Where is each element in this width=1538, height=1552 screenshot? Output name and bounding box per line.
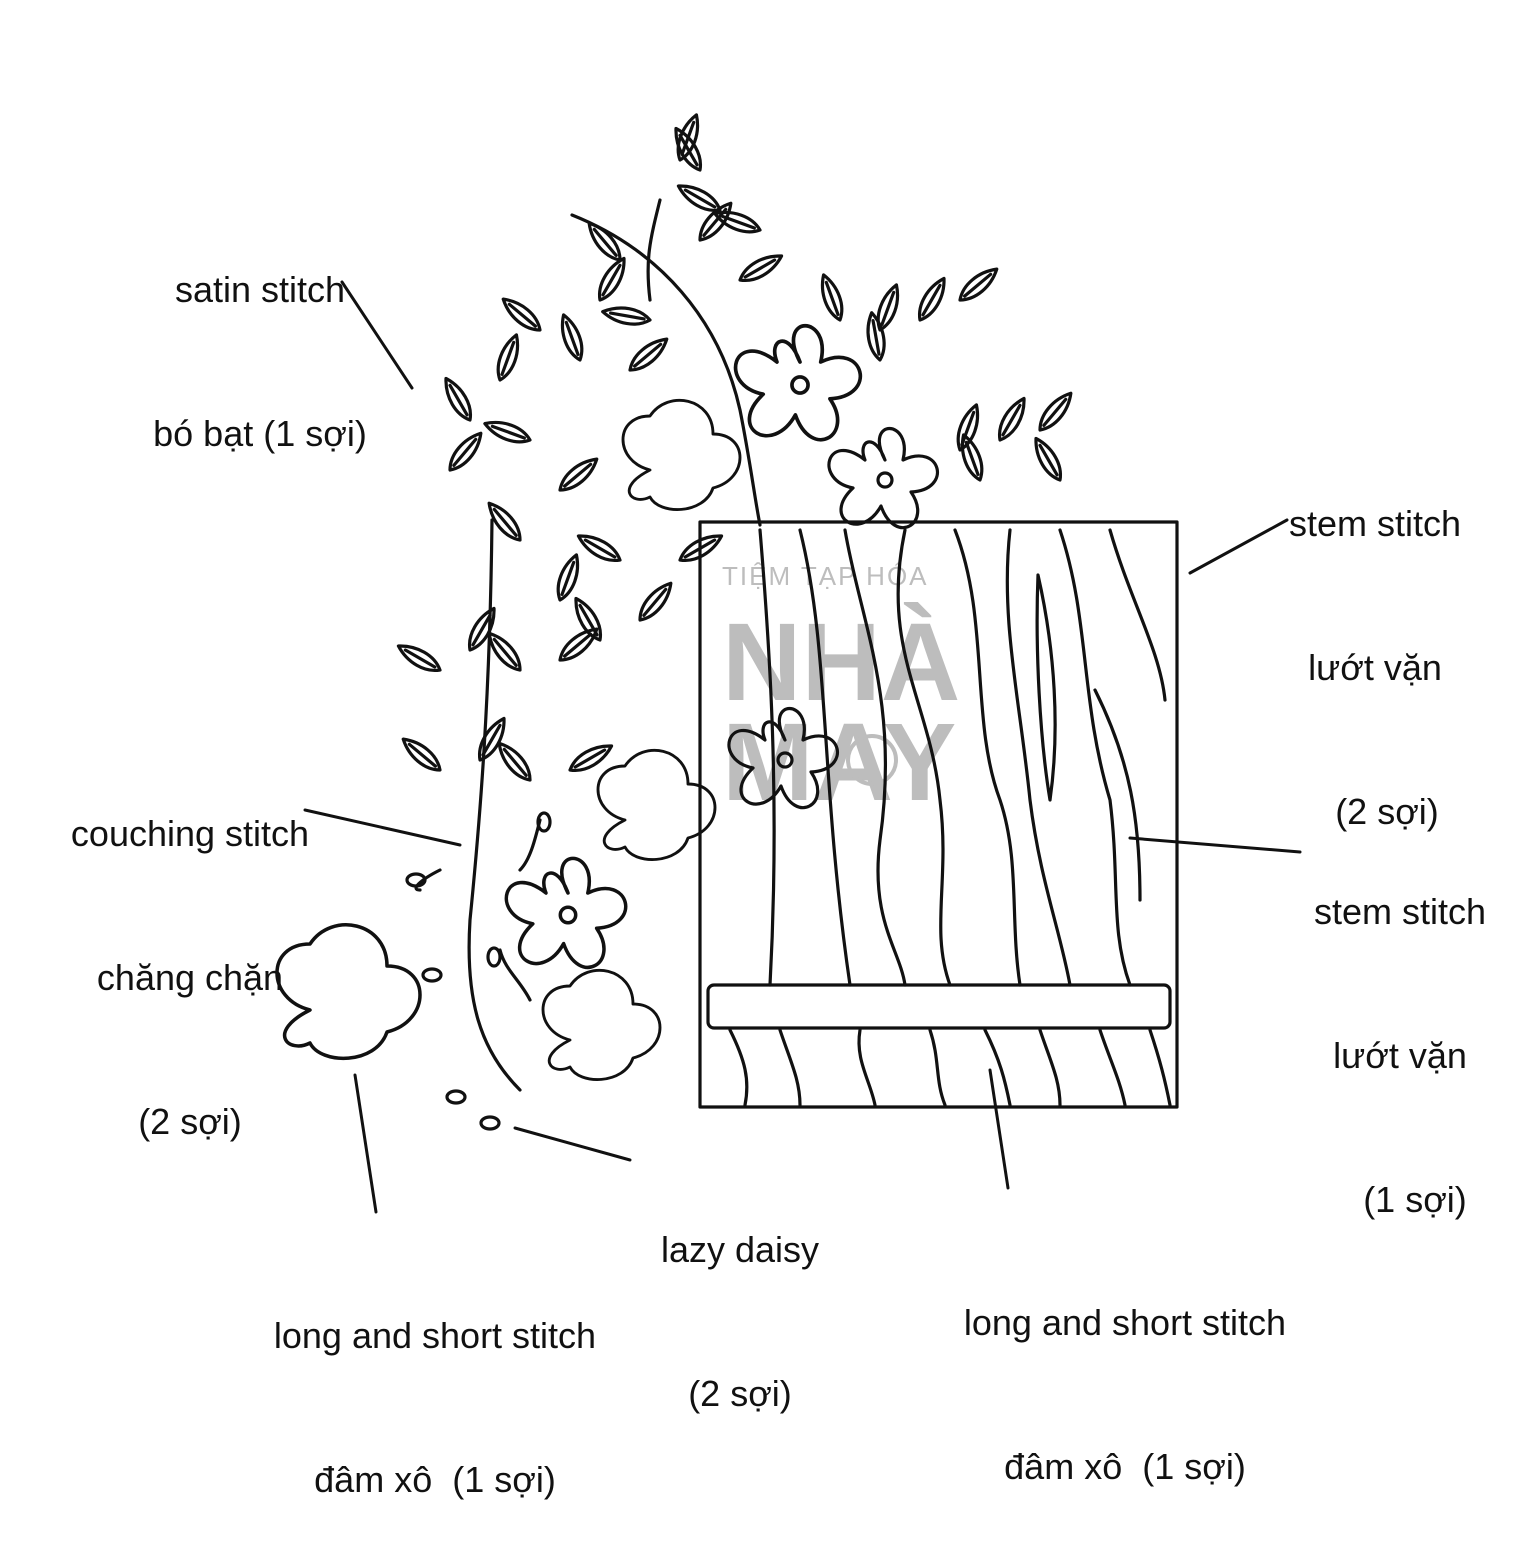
watermark-small-text: TIỆM TẠP HÓA	[722, 561, 929, 591]
label-satin-stitch: satin stitch bó bạt (1 sợi)	[120, 170, 400, 506]
label-stem-stitch-top: stem stitch lướt vặn (2 sợi)	[1255, 404, 1495, 884]
label-stem-mid-line2: lướt vặn	[1333, 1035, 1467, 1076]
wooden-panel	[698, 520, 1179, 1109]
watermark: TIỆM TẠP HÓA NHÀ MAY	[722, 561, 960, 824]
leader-lazy	[513, 1126, 632, 1162]
label-stem-top-line3: (2 sợi)	[1335, 791, 1439, 832]
label-long-right-line2: đâm xô (1 sợi)	[1004, 1446, 1246, 1487]
label-stem-stitch-mid: stem stitch lướt vặn (1 sợi)	[1285, 792, 1515, 1272]
leader-long-right	[988, 1068, 1010, 1190]
label-long-left-line1: long and short stitch	[273, 1315, 597, 1356]
label-couching-line2: chăng chặn	[96, 957, 284, 998]
climbing-stem	[414, 198, 762, 1092]
label-stem-top-line2: lướt vặn	[1308, 647, 1442, 688]
leader-stem-mid	[1128, 836, 1302, 854]
label-satin-line2: bó bạt (1 sợi)	[153, 413, 367, 454]
label-couching-line3: (2 sợi)	[138, 1101, 242, 1142]
label-couching-stitch: couching stitch chăng chặn (2 sợi)	[40, 714, 340, 1194]
label-long-short-right: long and short stitch đâm xô (1 sợi)	[930, 1203, 1320, 1539]
label-stem-top-line1: stem stitch	[1288, 503, 1462, 544]
label-lazy-line1: lazy daisy	[660, 1229, 820, 1270]
label-stem-mid-line1: stem stitch	[1313, 891, 1487, 932]
leader-long-left	[353, 1073, 378, 1214]
leader-satin	[340, 280, 414, 390]
leader-stem-top	[1188, 518, 1289, 575]
label-lazy-line2: (2 sợi)	[688, 1373, 792, 1414]
leader-couching	[303, 808, 462, 847]
label-couching-line1: couching stitch	[70, 813, 310, 854]
label-satin-line1: satin stitch	[174, 269, 346, 310]
label-long-left-line2: đâm xô (1 sợi)	[314, 1459, 556, 1500]
label-stem-mid-line3: (1 sợi)	[1363, 1179, 1467, 1220]
watermark-line-1: NHÀ	[722, 601, 960, 724]
label-lazy-daisy: lazy daisy (2 sợi)	[630, 1130, 850, 1466]
lazy-daisy-loops	[405, 811, 552, 1131]
embroidery-pattern-drawing: TIỆM TẠP HÓA NHÀ MAY	[275, 110, 1302, 1214]
leader-lines	[303, 280, 1302, 1214]
yarn-ball-icon	[846, 734, 898, 786]
label-long-right-line1: long and short stitch	[963, 1302, 1287, 1343]
label-long-short-left: long and short stitch đâm xô (1 sợi)	[240, 1216, 630, 1552]
